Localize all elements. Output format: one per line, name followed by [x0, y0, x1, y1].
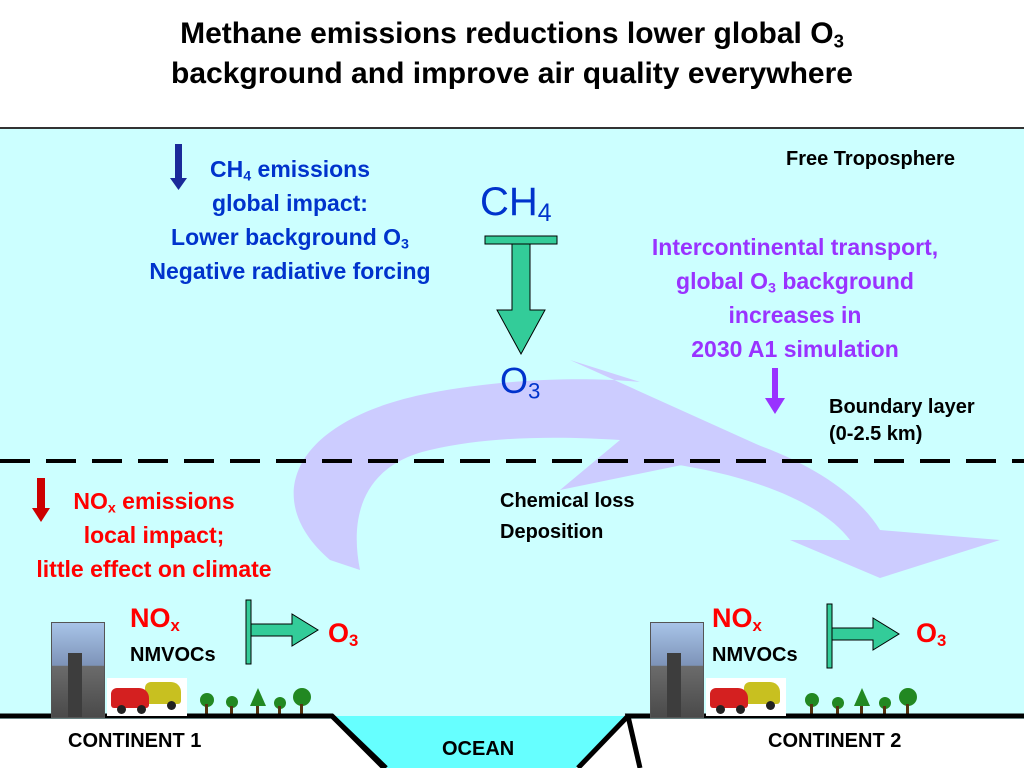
wheel-icon	[117, 705, 126, 714]
nox-impact-line-2: local impact;	[83, 522, 225, 548]
continent2-label: CONTINENT 2	[768, 730, 902, 752]
ocean-label: OCEAN	[442, 738, 515, 760]
continent1-bar-icon	[245, 599, 252, 665]
transport-line-4: 2030 A1 simulation	[691, 336, 899, 362]
continent2-arrow-icon	[831, 617, 900, 651]
wheel-icon	[137, 705, 146, 714]
smokestack-icon	[667, 653, 681, 717]
ch4-impact-text: CH4 emissions global impact: Lower backg…	[110, 152, 470, 288]
continent2-bar-icon	[826, 603, 833, 669]
wheel-icon	[736, 705, 745, 714]
continent1-trees-icon	[200, 688, 311, 714]
continent1-arrow-icon	[250, 613, 319, 647]
nox-down-arrow-icon	[37, 478, 45, 512]
o3-label: O3	[500, 360, 541, 404]
transport-line-3: increases in	[728, 302, 862, 328]
continent2-factory-image	[650, 622, 704, 718]
transport-down-arrowhead-icon	[765, 398, 785, 414]
ocean-edge-left	[330, 714, 388, 768]
boundary-layer-line-2: (0-2.5 km)	[829, 423, 923, 445]
car-icon	[710, 688, 748, 708]
title-line-2: background and improve air quality every…	[171, 57, 853, 90]
nox-impact-line-1: NOx emissions	[73, 488, 235, 517]
boundary-layer-line-1: Boundary layer	[829, 396, 975, 418]
continent1-o3-label: O3	[328, 618, 359, 651]
car-icon	[145, 682, 181, 704]
continent1-cars-image	[107, 678, 187, 716]
ch4-to-o3-arrow-icon	[496, 243, 546, 356]
ch4-bar-icon	[484, 235, 558, 245]
ch4-label: CH4	[480, 180, 552, 228]
wheel-icon	[716, 705, 725, 714]
continent2-nmvocs-label: NMVOCs	[712, 644, 798, 666]
ocean-edge-right	[576, 714, 630, 768]
chemical-loss-line-1: Chemical loss	[500, 490, 635, 512]
ch4-impact-line-3: Lower background O3	[171, 224, 409, 253]
ch4-down-arrowhead-icon	[170, 178, 187, 190]
continent2-o3-label: O3	[916, 618, 947, 651]
car-icon	[744, 682, 780, 704]
ch4-impact-line-1: CH4 emissions	[209, 156, 371, 185]
continent2-cars-image	[706, 678, 786, 716]
continent1-nmvocs-label: NMVOCs	[130, 644, 216, 666]
transport-text: Intercontinental transport, global O3 ba…	[600, 230, 990, 366]
nox-down-arrowhead-icon	[32, 508, 50, 522]
continent2-trees-icon	[805, 688, 917, 714]
ch4-impact-line-2: global impact:	[212, 190, 368, 216]
continent2-nox-label: NOx	[712, 603, 762, 636]
transport-line-2: global O3 background	[676, 268, 914, 297]
transport-down-arrow-icon	[772, 368, 778, 400]
continent1-nox-label: NOx	[130, 603, 180, 636]
nox-impact-text: NOx emissions local impact; little effec…	[4, 484, 304, 586]
nox-impact-line-3: little effect on climate	[36, 556, 272, 582]
transport-line-1: Intercontinental transport,	[651, 234, 939, 260]
slide-title: Methane emissions reductions lower globa…	[0, 14, 1024, 94]
smokestack-icon	[68, 653, 82, 717]
title-line-1: Methane emissions reductions lower globa…	[180, 17, 844, 52]
chemical-loss-line-2: Deposition	[500, 521, 604, 543]
boundary-layer-label: Boundary layer (0-2.5 km)	[829, 394, 975, 448]
ch4-down-arrow-icon	[175, 144, 182, 182]
transport-arc-icon	[293, 360, 765, 570]
car-icon	[111, 688, 149, 708]
wheel-icon	[766, 701, 775, 710]
continent1-label: CONTINENT 1	[68, 730, 202, 752]
ocean-basin	[332, 716, 628, 768]
continent1-factory-image	[51, 622, 105, 718]
chemical-loss-label: Chemical loss Deposition	[500, 486, 635, 548]
ch4-impact-line-4: Negative radiative forcing	[149, 258, 431, 284]
transport-arc-tail-icon	[640, 420, 1000, 578]
wheel-icon	[167, 701, 176, 710]
free-troposphere-label: Free Troposphere	[786, 148, 955, 170]
